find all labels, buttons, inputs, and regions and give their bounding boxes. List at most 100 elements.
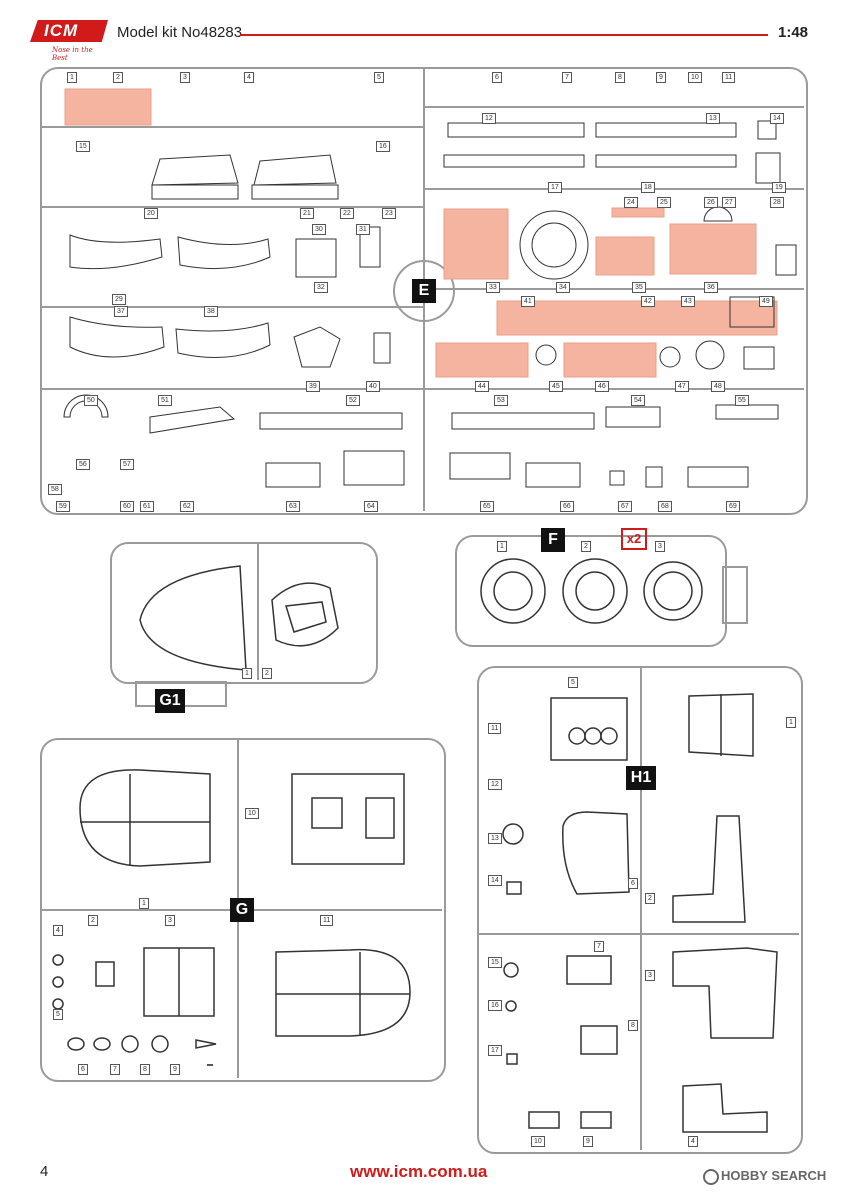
part-number: 2 <box>262 668 272 679</box>
part-number: 1 <box>139 898 149 909</box>
part-number: 2 <box>581 541 591 552</box>
part-number: 41 <box>521 296 535 307</box>
part-number: 30 <box>312 224 326 235</box>
part-number: 51 <box>158 395 172 406</box>
part-number: 58 <box>48 484 62 495</box>
part-number: 60 <box>120 501 134 512</box>
part-number: 27 <box>722 197 736 208</box>
part-number: 14 <box>488 875 502 886</box>
part-number: 23 <box>382 208 396 219</box>
tire-3 <box>643 561 703 621</box>
part-number: 18 <box>641 182 655 193</box>
part-number: 69 <box>726 501 740 512</box>
scale-label: 1:48 <box>778 24 809 41</box>
part-number: 57 <box>120 459 134 470</box>
part-number: 42 <box>641 296 655 307</box>
part-number: 21 <box>300 208 314 219</box>
sprue-f-drawing <box>480 558 748 624</box>
icm-logo: ICM Nose in the Best <box>30 18 110 62</box>
part-number: 2 <box>88 915 98 926</box>
part-number: 14 <box>770 113 784 124</box>
part-number: 68 <box>658 501 672 512</box>
part-number <box>207 1064 213 1066</box>
part-number: 26 <box>704 197 718 208</box>
part-number: 4 <box>244 72 254 83</box>
part-number: 13 <box>488 833 502 844</box>
part-number: 2 <box>645 893 655 904</box>
part-number: 1 <box>497 541 507 552</box>
sprue-h1-drawing <box>479 666 799 1150</box>
website-link[interactable]: www.icm.com.ua <box>350 1162 488 1181</box>
part-number: 43 <box>681 296 695 307</box>
part-number: 10 <box>688 72 702 83</box>
model-title: Model kit No48283 <box>117 24 243 41</box>
part-number: 17 <box>488 1045 502 1056</box>
part-number: 5 <box>53 1009 63 1020</box>
part-number: 29 <box>112 294 126 305</box>
part-number: 8 <box>615 72 625 83</box>
part-number: 1 <box>786 717 796 728</box>
part-number: 12 <box>488 779 502 790</box>
part-number: 9 <box>583 1136 593 1147</box>
part-number: 3 <box>655 541 665 552</box>
hobby-search-icon <box>703 1168 719 1185</box>
part-number: 46 <box>595 381 609 392</box>
part-number: 6 <box>78 1064 88 1075</box>
part-number: 9 <box>170 1064 180 1075</box>
part-number: 7 <box>110 1064 120 1075</box>
part-number: 40 <box>366 381 380 392</box>
part-number: 11 <box>320 915 334 926</box>
sprue-g1-drawing <box>135 542 339 707</box>
part-number: 5 <box>568 677 578 688</box>
part-number: 19 <box>772 182 786 193</box>
part-number: 2 <box>113 72 123 83</box>
part-number: 39 <box>306 381 320 392</box>
part-number: 1 <box>242 668 252 679</box>
part-number: 62 <box>180 501 194 512</box>
part-number: 9 <box>656 72 666 83</box>
part-number: 33 <box>486 282 500 293</box>
part-number: 20 <box>144 208 158 219</box>
part-number: 12 <box>482 113 496 124</box>
part-number: 48 <box>711 381 725 392</box>
part-number: 49 <box>759 296 773 307</box>
part-number: 64 <box>364 501 378 512</box>
sprue-g1-label: G1 <box>155 689 185 713</box>
part-number: 16 <box>488 1000 502 1011</box>
watermark-text: HOBBY SEARCH <box>721 1168 827 1183</box>
part-number: 66 <box>560 501 574 512</box>
part-number: 31 <box>356 224 370 235</box>
tire-1 <box>480 558 546 624</box>
part-number: 63 <box>286 501 300 512</box>
part-number: 37 <box>114 306 128 317</box>
part-number: 3 <box>645 970 655 981</box>
sprue-f-label: F <box>541 528 565 552</box>
sprue-g-label: G <box>230 898 254 922</box>
part-number: 4 <box>53 925 63 936</box>
part-number: 56 <box>76 459 90 470</box>
part-number: 16 <box>376 141 390 152</box>
part-number: 17 <box>548 182 562 193</box>
part-number: 44 <box>475 381 489 392</box>
part-number: 22 <box>340 208 354 219</box>
part-number: 5 <box>374 72 384 83</box>
part-number: 53 <box>494 395 508 406</box>
part-number: 54 <box>631 395 645 406</box>
sprue-e-label: E <box>412 279 436 303</box>
tire-2 <box>562 558 628 624</box>
sprue-f-quantity: x2 <box>621 528 647 550</box>
sprue-f-frame <box>455 535 727 647</box>
part-number: 8 <box>628 1020 638 1031</box>
part-number: 47 <box>675 381 689 392</box>
part-number: 45 <box>549 381 563 392</box>
part-number: 15 <box>488 957 502 968</box>
part-number: 55 <box>735 395 749 406</box>
part-number: 24 <box>624 197 638 208</box>
sprue-g1-frame <box>110 542 378 684</box>
part-number: 65 <box>480 501 494 512</box>
part-number: 1 <box>67 72 77 83</box>
part-number: 7 <box>594 941 604 952</box>
part-number: 10 <box>531 1136 545 1147</box>
part-number: 8 <box>140 1064 150 1075</box>
part-number: 11 <box>722 72 736 83</box>
